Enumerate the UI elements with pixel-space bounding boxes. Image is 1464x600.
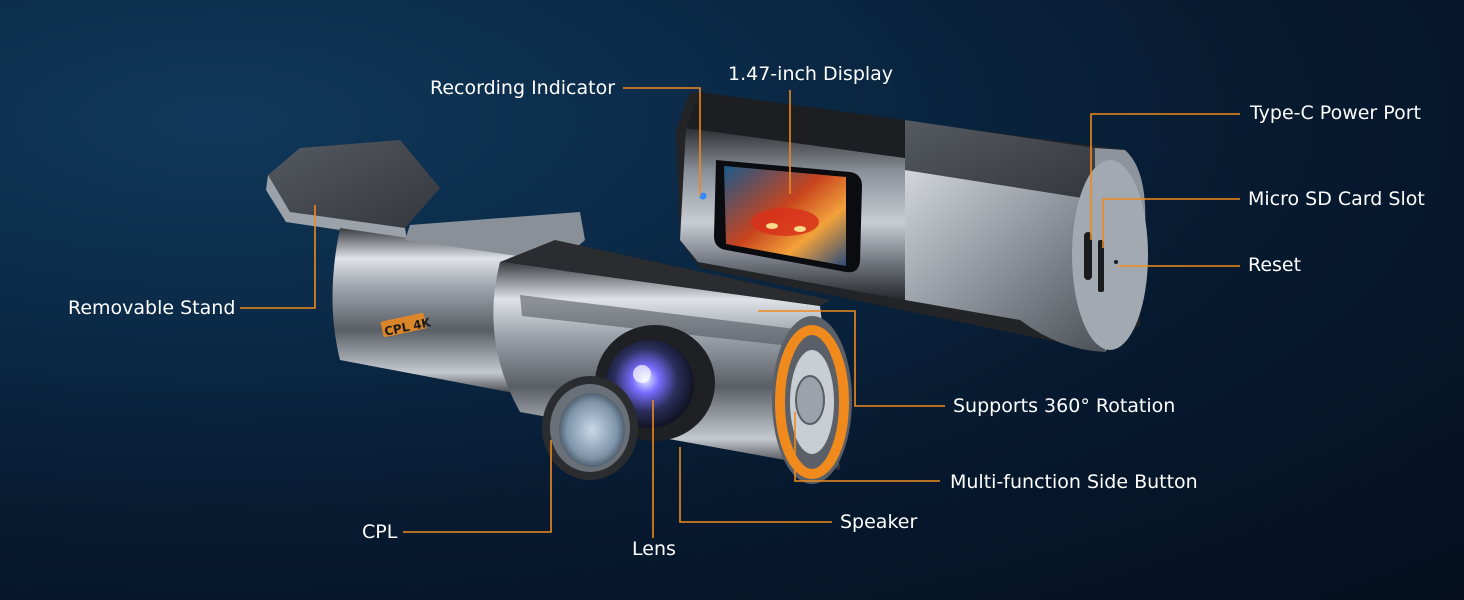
label-speaker: Speaker bbox=[840, 511, 918, 533]
leader-side-button bbox=[794, 412, 940, 482]
leader-cpl bbox=[403, 440, 552, 533]
label-rotation: Supports 360° Rotation bbox=[953, 395, 1176, 417]
label-recording-indicator: Recording Indicator bbox=[430, 77, 616, 99]
leader-type-c bbox=[1090, 113, 1240, 240]
label-cpl: CPL bbox=[362, 521, 398, 543]
leader-removable-stand bbox=[240, 205, 316, 309]
front-camera-unit bbox=[266, 140, 852, 484]
label-reset: Reset bbox=[1248, 254, 1302, 276]
label-display: 1.47-inch Display bbox=[728, 63, 894, 85]
leader-speaker bbox=[679, 447, 832, 523]
label-micro-sd-card-slot: Micro SD Card Slot bbox=[1248, 188, 1425, 210]
label-side-button: Multi-function Side Button bbox=[950, 471, 1198, 493]
label-removable-stand: Removable Stand bbox=[68, 297, 236, 319]
leader-lines bbox=[240, 87, 1240, 538]
leader-micro-sd bbox=[1102, 198, 1240, 248]
label-lens: Lens bbox=[632, 538, 676, 560]
leader-recording-indicator bbox=[623, 87, 701, 196]
leader-rotation bbox=[758, 310, 945, 407]
label-type-c-power-port: Type-C Power Port bbox=[1250, 102, 1421, 124]
